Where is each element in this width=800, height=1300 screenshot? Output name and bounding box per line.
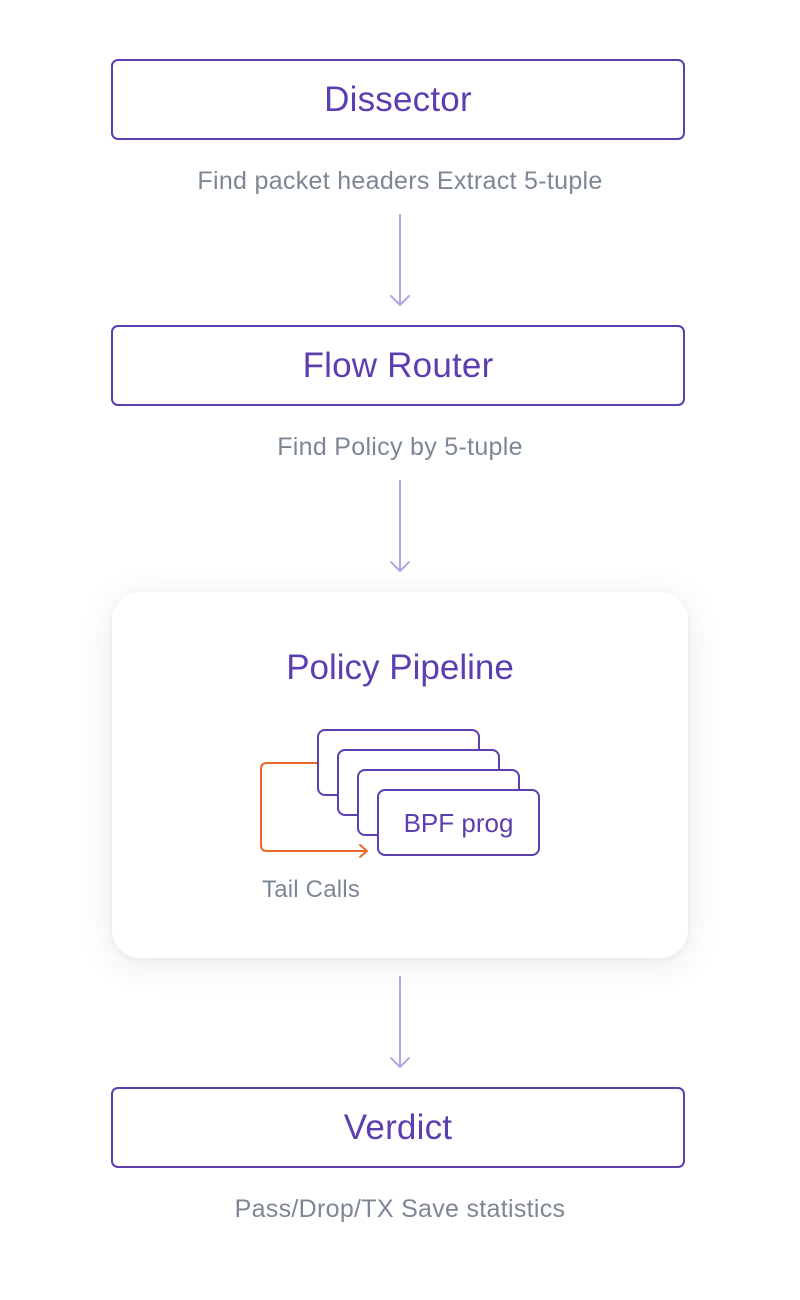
arrow-dissector-to-flow-router [390,214,410,306]
dissector-box: Dissector [111,59,685,140]
policy-pipeline-title: Policy Pipeline [286,648,514,687]
bpf-program-card: BPF prog [377,789,540,856]
tail-calls-label: Tail Calls [262,876,361,903]
verdict-title: Verdict [343,1108,453,1147]
bpf-program-label: BPF prog [403,807,514,838]
arrow-pipeline-to-verdict [390,976,410,1068]
dissector-caption: Find packet headers Extract 5-tuple [197,167,603,195]
flow-router-title: Flow Router [302,346,494,385]
dissector-title: Dissector [324,80,472,119]
flow-router-box: Flow Router [111,325,685,406]
tail-call-arrow [260,762,368,858]
arrow-flow-router-to-pipeline [390,480,410,572]
verdict-caption: Pass/Drop/TX Save statistics [234,1195,566,1223]
flow-router-caption: Find Policy by 5-tuple [277,433,523,461]
policy-pipeline-card: Policy Pipeline BPF prog Tail Calls [112,592,688,958]
verdict-box: Verdict [111,1087,685,1168]
